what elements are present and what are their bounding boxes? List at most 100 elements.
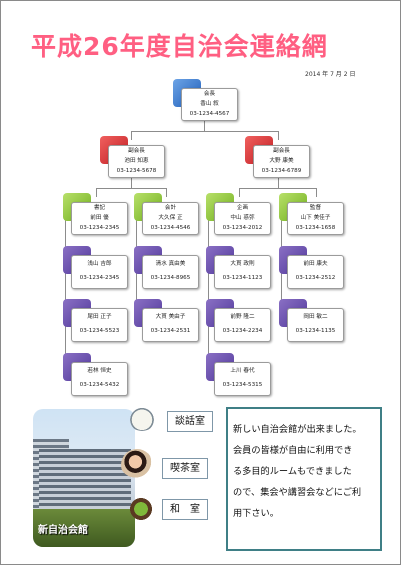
org-node-vp2: 副会長 大野 康美 03-1234-6789 [245,136,310,178]
node-phone: 03-1234-2531 [150,328,191,334]
connector [239,188,316,189]
node-role: 会計 [164,205,177,211]
node-name: 大貫 政則 [230,261,255,267]
org-node-auditor: 監督 山下 美佳子 03-1234-1658 [279,193,344,235]
node-phone: 03-1234-2345 [79,225,120,231]
node-name: 清水 真由美 [155,261,186,267]
node-card: 副会長 池田 知恵 03-1234-5678 [108,145,165,178]
page-title: 平成26年度自治会連絡網 [31,32,328,61]
notice-line: る多目的ルームもできました [233,466,352,477]
notice-text: 新しい自治会館が出来ました。 会員の皆様が自由に利用でき る多目的ルームもできま… [233,419,377,524]
node-name: 上川 春代 [230,368,255,374]
connector [278,178,279,188]
org-node-member: 大貫 美由子 03-1234-2531 [134,299,199,342]
node-card: 書記 前田 優 03-1234-2345 [71,202,128,235]
connector [204,118,205,131]
matcha-tea-icon [125,493,157,525]
node-card: 尾田 正子 03-1234-5523 [71,308,128,342]
node-name: 尾田 正子 [87,314,112,320]
node-name: 大野 康美 [269,158,294,164]
notice-line: ので、集会や講習会などにご利 [233,487,362,498]
node-name: 大久保 正 [158,215,183,221]
node-phone: 03-1234-5523 [79,328,120,334]
org-node-member: 清水 真由美 03-1234-8965 [134,246,199,289]
building-shape [39,449,131,519]
org-node-secretary: 書記 前田 優 03-1234-2345 [63,193,128,235]
node-name: 大貫 美由子 [155,314,186,320]
trees-shape [33,509,135,547]
org-node-planning: 企画 中山 惑弥 03-1234-2012 [206,193,271,235]
node-card: 岡田 敏二 03-1234-1135 [287,308,344,342]
node-role: 企画 [236,205,249,211]
org-node-treasurer: 会計 大久保 正 03-1234-4546 [134,193,199,235]
node-role: 監督 [309,205,322,211]
room-label-japanese-room: 和 室 [162,499,208,520]
node-card: 会計 大久保 正 03-1234-4546 [142,202,199,235]
node-card: 前野 隆二 03-1234-2234 [214,308,271,342]
node-name: 中山 惑弥 [230,215,255,221]
org-node-vp1: 副会長 池田 知恵 03-1234-5678 [100,136,165,178]
node-card: 清水 真由美 03-1234-8965 [142,255,199,289]
node-name: 浅山 吉郎 [87,261,112,267]
node-card: 浅山 吉郎 03-1234-2345 [71,255,128,289]
community-hall-photo: 新自治会館 [33,409,135,547]
notice-line: 会員の皆様が自由に利用でき [233,445,353,456]
node-name: 池田 知恵 [124,158,149,164]
node-name: 前田 優 [90,215,109,221]
node-card: 副会長 大野 康美 03-1234-6789 [253,145,310,178]
node-phone: 03-1234-2512 [295,275,336,281]
node-role: 副会長 [128,148,145,154]
node-name: 岡田 敏二 [303,314,328,320]
node-card: 大貫 政則 03-1234-1123 [214,255,271,289]
photo-caption: 新自治会館 [38,525,88,536]
connector [166,188,167,197]
node-card: 大貫 美由子 03-1234-2531 [142,308,199,342]
connector [65,219,66,373]
node-phone: 03-1234-4546 [150,225,191,231]
connector [316,188,317,197]
connector [131,131,278,132]
node-name: 若林 恒史 [87,368,112,374]
node-phone: 03-1234-5432 [79,382,120,388]
node-card: 企画 中山 惑弥 03-1234-2012 [214,202,271,235]
org-node-member: 前田 康夫 03-1234-2512 [279,246,344,289]
org-node-member: 尾田 正子 03-1234-5523 [63,299,128,342]
node-phone: 03-1234-1135 [295,328,336,334]
cafe-person-icon [121,449,153,481]
node-card: 上川 春代 03-1234-5315 [214,362,271,396]
connector [239,188,240,197]
org-node-member: 上川 春代 03-1234-5315 [206,353,271,396]
node-phone: 03-1234-2234 [222,328,263,334]
date-label: 2014 年 7 月 2 日 [305,71,356,78]
node-phone: 03-1234-5315 [222,382,263,388]
notice-line: 新しい自治会館が出来ました。 [233,424,362,435]
node-card: 若林 恒史 03-1234-5432 [71,362,128,396]
node-phone: 03-1234-6789 [261,168,302,174]
room-label-cafe: 喫茶室 [162,458,208,479]
node-role: 副会長 [273,148,290,154]
node-phone: 03-1234-2012 [222,225,263,231]
connector [131,131,132,140]
connector [96,188,97,197]
connector [208,219,209,373]
node-phone: 03-1234-4567 [189,111,230,117]
org-node-member: 前野 隆二 03-1234-2234 [206,299,271,342]
notice-box: 新しい自治会館が出来ました。 会員の皆様が自由に利用でき る多目的ルームもできま… [226,407,382,551]
node-phone: 03-1234-8965 [150,275,191,281]
org-node-member: 浅山 吉郎 03-1234-2345 [63,246,128,289]
node-name: 前野 隆二 [230,314,255,320]
node-phone: 03-1234-1658 [295,225,336,231]
node-name: 香山 叙 [200,101,219,107]
node-role: 書記 [93,205,106,211]
org-node-member: 大貫 政則 03-1234-1123 [206,246,271,289]
connector [131,178,132,188]
node-card: 監督 山下 美佳子 03-1234-1658 [287,202,344,235]
node-name: 前田 康夫 [303,261,328,267]
node-role: 会長 [203,91,216,97]
org-node-president: 会長 香山 叙 03-1234-4567 [173,79,238,121]
node-phone: 03-1234-5678 [116,168,157,174]
org-node-member: 岡田 敏二 03-1234-1135 [279,299,344,342]
node-card: 会長 香山 叙 03-1234-4567 [181,88,238,121]
lounge-table-icon [127,403,157,431]
